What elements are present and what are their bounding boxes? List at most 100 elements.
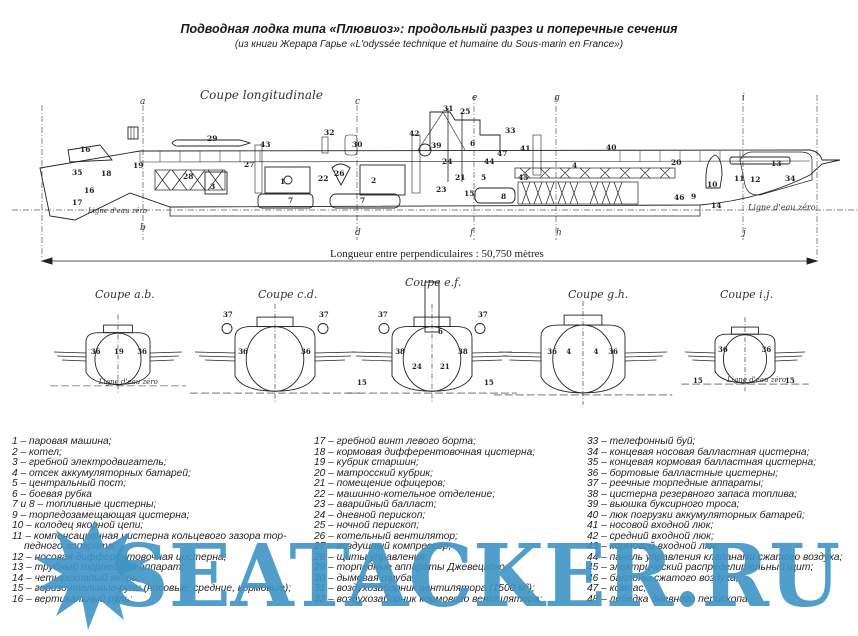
svg-text:43: 43 (260, 140, 270, 149)
legend-item: 37 – реечные торпедные аппараты; (587, 478, 764, 489)
legend-item: 13 – трубный торпедный аппарат; (12, 562, 185, 573)
svg-text:34: 34 (785, 174, 795, 183)
section-part-label: 38 (395, 347, 405, 356)
fuel-tank-8 (474, 187, 516, 204)
page-subtitle: (из книги Жерара Гарье «L'odyssée techni… (234, 39, 624, 50)
torpedo-tube-13 (729, 156, 791, 165)
svg-text:23: 23 (436, 185, 446, 194)
section-part-label: 36 (91, 347, 101, 356)
svg-text:5: 5 (481, 173, 486, 182)
section-part-label: 4 (566, 347, 571, 356)
legend-item: 16 – вертикальный руль; (12, 593, 133, 605)
svg-text:9: 9 (691, 192, 696, 201)
waterline-label-stern: Ligne d'eau zéro (87, 207, 147, 215)
svg-text:27: 27 (244, 160, 254, 169)
section-part-label: 36 (301, 347, 311, 356)
section-part-label: 37 (319, 310, 329, 319)
legend-item: 32 – воздухозаборник кормового вентилято… (314, 593, 543, 605)
torpedo-29 (171, 139, 252, 147)
drop-collar-torpedo (474, 323, 486, 334)
svg-text:29: 29 (207, 134, 217, 143)
boiler-fan-26 (331, 163, 351, 186)
section-lines (12, 95, 858, 258)
svg-text:8: 8 (501, 192, 506, 201)
section-part-label: 36 (137, 347, 147, 356)
svg-text:11: 11 (734, 174, 744, 183)
bow-tank (739, 151, 813, 196)
svg-text:14: 14 (711, 201, 721, 210)
svg-text:17: 17 (72, 198, 82, 207)
section-caption: Coupe a.b. (95, 288, 155, 301)
hydroplane-wing (194, 351, 356, 362)
svg-text:12: 12 (750, 175, 760, 184)
page-title: Подводная лодка типа «Плювиоз»: продольн… (180, 22, 678, 36)
longitudinal-caption: Coupe longitudinale (200, 88, 323, 102)
section-part-label: 36 (238, 347, 248, 356)
ballast-outline (391, 326, 473, 392)
section-part-label: 36 (718, 345, 728, 354)
rudder-top (67, 144, 113, 163)
svg-text:30: 30 (352, 140, 362, 149)
flag-icon (127, 126, 139, 140)
legend-item: 47 – компас; (587, 583, 647, 594)
svg-text:40: 40 (606, 143, 616, 152)
svg-text:33: 33 (505, 126, 515, 135)
legend-item: 39 – вьюшка буксирного троса; (587, 499, 740, 510)
svg-text:18: 18 (101, 169, 111, 178)
legend-item: 24 – дневной перископ; (314, 509, 426, 521)
legend-item: 3 – гребной электродвигатель; (12, 457, 167, 468)
svg-text:e: e (472, 93, 477, 103)
legend-item: 31 – воздухозаборник вентилятора (1500 м… (314, 583, 535, 594)
legend-col-2: 17 – гребной винт левого борта; 18 – кор… (314, 436, 543, 605)
svg-text:10: 10 (707, 180, 717, 189)
drop-collar-torpedo (317, 323, 329, 334)
hydroplane-wing (498, 351, 668, 362)
svg-text:25: 25 (460, 107, 470, 116)
section-part-label: 36 (608, 347, 618, 356)
section-part-label: 15 (484, 378, 494, 387)
svg-text:28: 28 (183, 172, 193, 181)
svg-text:7: 7 (360, 196, 365, 205)
section-part-label: 15 (357, 378, 367, 387)
legend-item: 48 – лебедка дневного перископа (587, 593, 748, 605)
svg-text:13: 13 (771, 159, 781, 168)
svg-text:4: 4 (572, 161, 577, 170)
section-part-label: 21 (440, 362, 450, 371)
legend-col-3: 33 – телефонный буй; 34 – концевая носов… (587, 436, 843, 605)
svg-text:1: 1 (280, 177, 285, 186)
fuel-tank-7b (329, 193, 401, 209)
svg-text:21: 21 (455, 173, 465, 182)
legend-item: 44 – панель управления клапанами сжатого… (587, 551, 843, 563)
legend-item: 1 – паровая машина; (12, 436, 112, 447)
legend-item: 42 – средний входной люк; (587, 530, 714, 542)
section-part-label: 15 (693, 376, 703, 385)
part-labels: 16 35 18 19 17 16 29 28 3 27 43 1 7 22 2… (72, 104, 795, 210)
svg-text:a: a (140, 97, 145, 107)
legend-item: 46 – баллоны сжатого воздуха; (587, 572, 739, 584)
section-part-label: 37 (378, 310, 388, 319)
fuel-tank-7a (257, 193, 314, 209)
legend-item: 17 – гребной винт левого борта; (314, 436, 476, 447)
legend-item: 19 – кубрик старшин; (314, 457, 419, 468)
svg-text:46: 46 (674, 193, 684, 202)
section-marks: a b c d e f g h i j (140, 93, 746, 238)
svg-text:7: 7 (288, 196, 293, 205)
legend-item: 21 – помещение офицеров; (314, 478, 446, 489)
section-caption: Coupe i.j. (720, 288, 773, 301)
svg-text:16: 16 (80, 145, 90, 154)
legend-item: 7 и 8 – топливные цистерны; (12, 499, 157, 510)
section-part-label: 38 (458, 347, 468, 356)
svg-text:35: 35 (72, 168, 82, 177)
legend-item: 38 – цистерна резервного запаса топлива; (587, 488, 798, 500)
svg-text:f: f (469, 228, 475, 238)
svg-text:i: i (742, 93, 745, 103)
section-part-label: 15 (785, 376, 795, 385)
conning-tower-section (424, 281, 440, 333)
ballast-outline (714, 333, 776, 384)
svg-text:42: 42 (409, 129, 419, 138)
section-part-label: 24 (412, 362, 422, 371)
ballast-outline (234, 326, 316, 392)
legend-item: 45 – электрический распределительный щит… (587, 562, 814, 573)
